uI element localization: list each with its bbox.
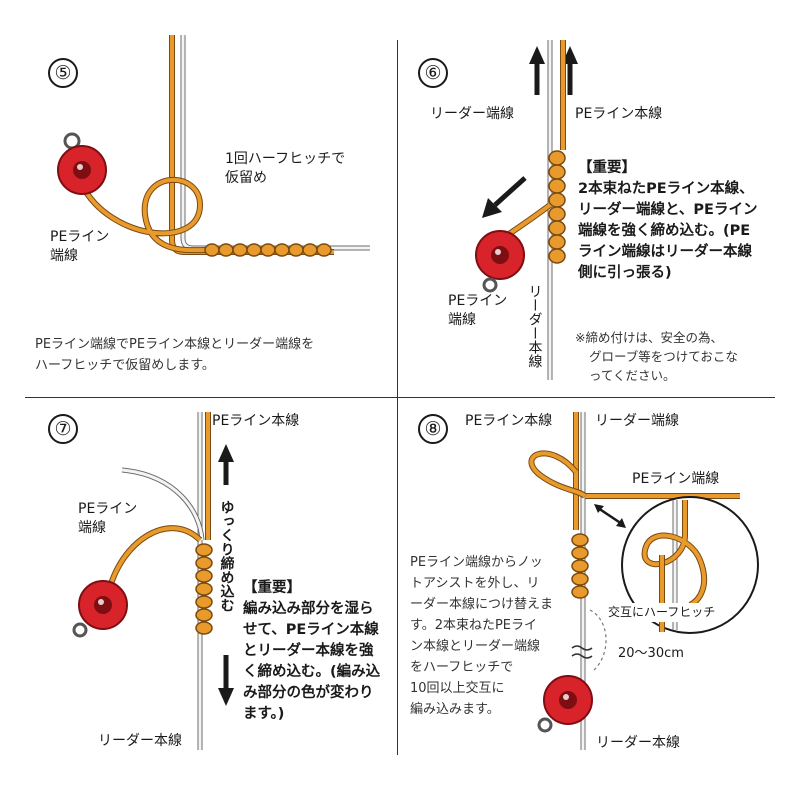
down-arrow-icon xyxy=(218,655,234,706)
label-pe-end-line2: 端線 xyxy=(50,248,78,264)
pe-end-line xyxy=(106,526,202,596)
label-pe-end-line2: 端線 xyxy=(78,520,106,536)
braid-wraps xyxy=(195,543,213,635)
sinker-icon xyxy=(537,675,593,733)
note-line: ってください。 xyxy=(589,368,676,383)
step5-description-line1: PEライン端線でPEライン本線とリーダー端線を xyxy=(35,337,315,352)
panel-step-7: ⑦ PEライン本線 PEライン 端線 ゆっくり締め込む リーダー本線 【重要】 … xyxy=(0,400,400,800)
label-pe-main: PEライン本線 xyxy=(465,413,553,429)
leader-line-outline xyxy=(180,35,370,251)
sinker-icon xyxy=(57,132,107,195)
desc-line: 10回以上交互に xyxy=(410,681,505,696)
step5-description-line2: ハーフヒッチで仮留めします。 xyxy=(35,358,215,373)
panel-step-8: ⑧ PEライン本線 リーダー端線 PEライン端線 交互にハーフヒッチ 20〜30… xyxy=(400,400,800,800)
label-leader-end: リーダー端線 xyxy=(595,413,679,429)
label-leader-main: リーダー本線 xyxy=(526,284,543,368)
label-alternate-half-hitch: 交互にハーフヒッチ xyxy=(608,603,716,622)
double-arrow-icon xyxy=(594,504,626,528)
label-leader-end: リーダー端線 xyxy=(430,106,514,122)
important-box: 【重要】 編み込み部分を湿ら せて、PEライン本線 とリーダー本線を強 く締め込… xyxy=(243,578,380,725)
step-number-6: ⑥ xyxy=(418,58,448,88)
important-line: 編み込み部分を湿ら xyxy=(243,601,374,617)
desc-line: をハーフヒッチで xyxy=(410,660,514,675)
important-line: 側に引っ張る) xyxy=(578,265,672,281)
desc-line: PEライン端線からノッ xyxy=(410,555,543,570)
leader-line xyxy=(181,35,370,250)
desc-line: 編み込みます。 xyxy=(410,702,500,717)
break-marks xyxy=(571,645,593,659)
important-line: ます。) xyxy=(243,706,285,722)
label-pe-main: PEライン本線 xyxy=(575,106,663,122)
label-pe-end-line2: 端線 xyxy=(448,312,476,328)
braid-wraps xyxy=(571,533,589,599)
up-arrow-icon xyxy=(529,46,578,95)
important-line: せて、PEライン本線 xyxy=(243,622,379,638)
braid-wraps xyxy=(548,150,566,264)
step-number-5: ⑤ xyxy=(48,58,78,88)
desc-line: ーダー本線につけ替えま xyxy=(410,597,554,612)
panel-step-6: ⑥ リーダー端線 PEライン本線 PEライン 端線 リーダー本線 【重要】 2本… xyxy=(400,0,800,400)
step-number-8: ⑧ xyxy=(418,414,448,444)
important-heading: 【重要】 xyxy=(578,160,636,176)
diagonal-arrow-icon xyxy=(482,176,527,218)
important-line: み部分の色が変わり xyxy=(243,685,374,701)
step6-illustration xyxy=(475,40,578,380)
important-box: 【重要】 2本束ねたPEライン本線、 リーダー端線と、PEライン 端線を強く締め… xyxy=(578,158,757,284)
note-line: グローブ等をつけておこな xyxy=(589,349,738,364)
label-half-hitch-line1: 1回ハーフヒッチで xyxy=(225,151,346,167)
pe-loop xyxy=(529,451,587,498)
label-pe-end: PEライン端線 xyxy=(632,471,720,487)
label-pe-end-line1: PEライン xyxy=(448,293,508,309)
important-line: く締め込む。(編み込 xyxy=(243,664,381,680)
label-leader-main: リーダー本線 xyxy=(596,735,680,751)
step8-description: PEライン端線からノッ トアシストを外し、リ ーダー本線につけ替えま す。2本束… xyxy=(410,552,553,720)
pe-end-loop xyxy=(80,178,206,253)
up-arrow-icon xyxy=(218,444,234,485)
important-heading: 【重要】 xyxy=(243,580,301,596)
label-leader-main: リーダー本線 xyxy=(98,733,182,749)
sinker-icon xyxy=(72,580,128,638)
braid-wraps xyxy=(204,243,332,257)
label-pe-end-line1: PEライン xyxy=(78,501,138,517)
desc-line: す。2本束ねたPEライ xyxy=(410,618,538,633)
important-line: とリーダー本線を強 xyxy=(243,643,374,659)
important-line: リーダー端線と、PEライン xyxy=(578,202,758,218)
safety-note: ※締め付けは、安全の為、 グローブ等をつけておこな ってください。 xyxy=(575,328,738,385)
label-leader-main-vertical: リーダー本線 xyxy=(526,284,543,372)
step5-illustration xyxy=(57,35,370,257)
important-line: 端線を強く締め込む。(PE xyxy=(578,223,751,239)
label-pe-end-line1: PEライン xyxy=(50,229,110,245)
leader-end-line xyxy=(121,468,204,541)
label-length: 20〜30cm xyxy=(618,646,684,661)
important-line: 2本束ねたPEライン本線、 xyxy=(578,181,754,197)
note-line: ※締め付けは、安全の為、 xyxy=(575,330,723,345)
label-pe-main: PEライン本線 xyxy=(212,413,300,429)
sinker-icon xyxy=(475,230,525,293)
horizontal-divider xyxy=(25,397,775,398)
zoom-dashed-line xyxy=(589,609,607,673)
label-half-hitch-line2: 仮留め xyxy=(225,170,267,186)
desc-line: トアシストを外し、リ xyxy=(410,576,540,591)
label-slow-tighten-vertical: ゆっくり締め込む xyxy=(218,500,235,616)
important-line: ライン端線はリーダー本線 xyxy=(578,244,752,260)
panel-step-5: ⑤ 1回ハーフヒッチで 仮留め PEライン 端線 PEライン端線でPEライン本線… xyxy=(0,0,400,400)
step7-illustration xyxy=(72,412,234,750)
label-slow-tighten: ゆっくり締め込む xyxy=(218,500,235,612)
step8-illustration xyxy=(528,412,759,750)
step-number-7: ⑦ xyxy=(48,414,78,444)
desc-line: ン本線とリーダー端線 xyxy=(410,639,541,654)
